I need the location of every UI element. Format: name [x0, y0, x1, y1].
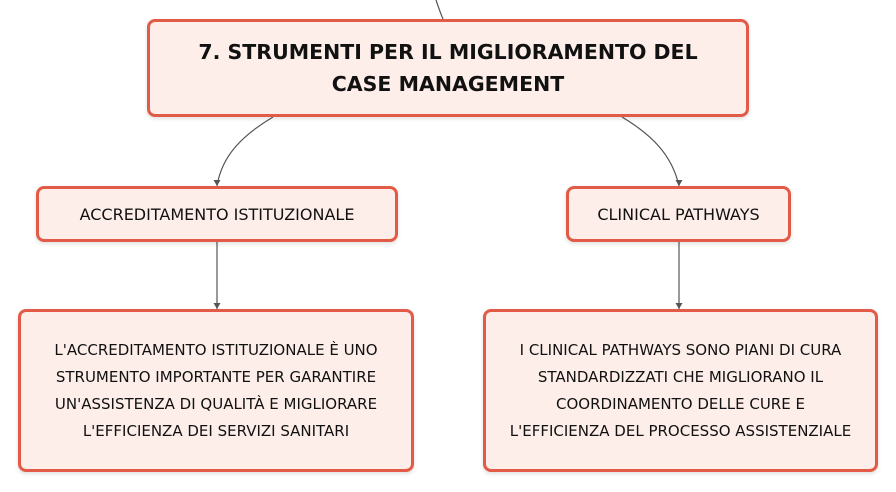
title-node[interactable]: 7. STRUMENTI PER IL MIGLIORAMENTO DEL CA…	[147, 19, 749, 117]
connector-incoming	[435, 0, 444, 20]
clinical-pathways-description-node[interactable]: I CLINICAL PATHWAYS SONO PIANI DI CURA S…	[483, 309, 878, 472]
clinical-pathways-node[interactable]: CLINICAL PATHWAYS	[566, 186, 791, 242]
arrowhead-clinical-description	[675, 303, 683, 309]
connector-title-to-accreditamento	[216, 116, 274, 187]
clinical-pathways-description: I CLINICAL PATHWAYS SONO PIANI DI CURA S…	[509, 340, 852, 440]
accreditamento-description: L'ACCREDITAMENTO ISTITUZIONALE È UNO STR…	[54, 340, 378, 440]
accreditamento-label: ACCREDITAMENTO ISTITUZIONALE	[79, 204, 355, 224]
arrowhead-accreditamento-description	[213, 303, 221, 309]
arrowhead-clinical	[675, 180, 683, 186]
accreditamento-description-node[interactable]: L'ACCREDITAMENTO ISTITUZIONALE È UNO STR…	[18, 309, 414, 472]
accreditamento-node[interactable]: ACCREDITAMENTO ISTITUZIONALE	[36, 186, 398, 242]
title-label: 7. STRUMENTI PER IL MIGLIORAMENTO DEL CA…	[198, 40, 698, 96]
arrowhead-accreditamento	[213, 180, 221, 186]
clinical-pathways-label: CLINICAL PATHWAYS	[597, 204, 760, 224]
connector-title-to-clinical	[621, 116, 680, 187]
